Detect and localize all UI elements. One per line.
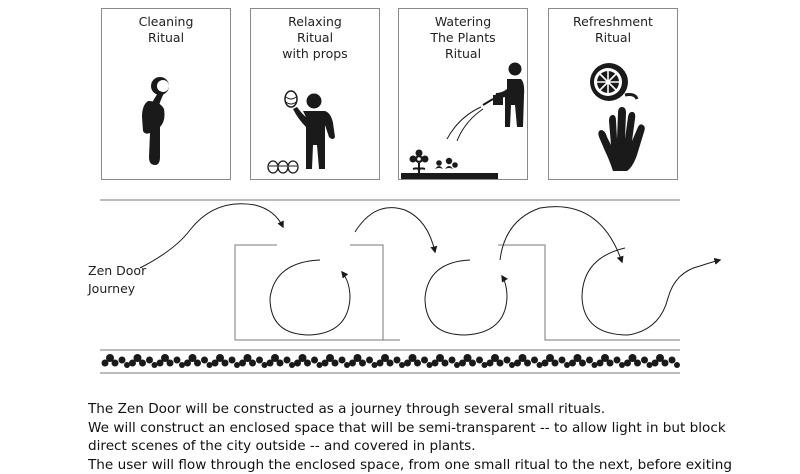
- plant-row: [102, 354, 681, 368]
- plant-icon: [624, 354, 653, 368]
- flower-icon: [410, 150, 458, 174]
- journey-label: Zen Door Journey: [88, 262, 146, 298]
- description-line: We will construct an enclosed space that…: [88, 419, 798, 438]
- ritual-panel-refreshment: Refreshment Ritual: [548, 8, 678, 180]
- plant-icon: [212, 354, 241, 368]
- plant-icon: [487, 354, 516, 368]
- plant-icon: [102, 354, 131, 368]
- plant-icon: [542, 354, 571, 368]
- description-line: The user will flow through the enclosed …: [88, 456, 798, 474]
- ritual-panel-cleaning: Cleaning Ritual: [101, 8, 231, 180]
- plant-icon: [404, 354, 433, 368]
- plant-icon: [294, 354, 323, 368]
- plant-icon: [432, 354, 461, 368]
- person-watering-plants-icon: [399, 9, 529, 181]
- plant-icon: [377, 354, 406, 368]
- description-line: The Zen Door will be constructed as a jo…: [88, 400, 798, 419]
- plant-icon: [267, 354, 296, 368]
- hand-refreshment-icon: [549, 9, 679, 181]
- plant-icon: [597, 354, 626, 368]
- plant-icon: [514, 354, 543, 368]
- plant-icon: [459, 354, 488, 368]
- plant-icon: [652, 354, 681, 368]
- plant-icon: [129, 354, 158, 368]
- person-relaxing-icon: [251, 9, 381, 181]
- plant-icon: [322, 354, 351, 368]
- ritual-panel-watering: Watering The Plants Ritual: [398, 8, 528, 180]
- person-cleaning-icon: [102, 9, 232, 181]
- plant-icon: [349, 354, 378, 368]
- plant-icon: [157, 354, 186, 368]
- journey-flow-path: [140, 204, 720, 335]
- description-line: direct scenes of the city outside -- and…: [88, 437, 798, 456]
- description: The Zen Door will be constructed as a jo…: [88, 400, 798, 474]
- ritual-panel-relaxing: Relaxing Ritual with props: [250, 8, 380, 180]
- plant-icon: [569, 354, 598, 368]
- plant-icon: [184, 354, 213, 368]
- citrus-slice-icon: [590, 63, 637, 101]
- plant-icon: [239, 354, 268, 368]
- egg-props-icon: [268, 161, 298, 173]
